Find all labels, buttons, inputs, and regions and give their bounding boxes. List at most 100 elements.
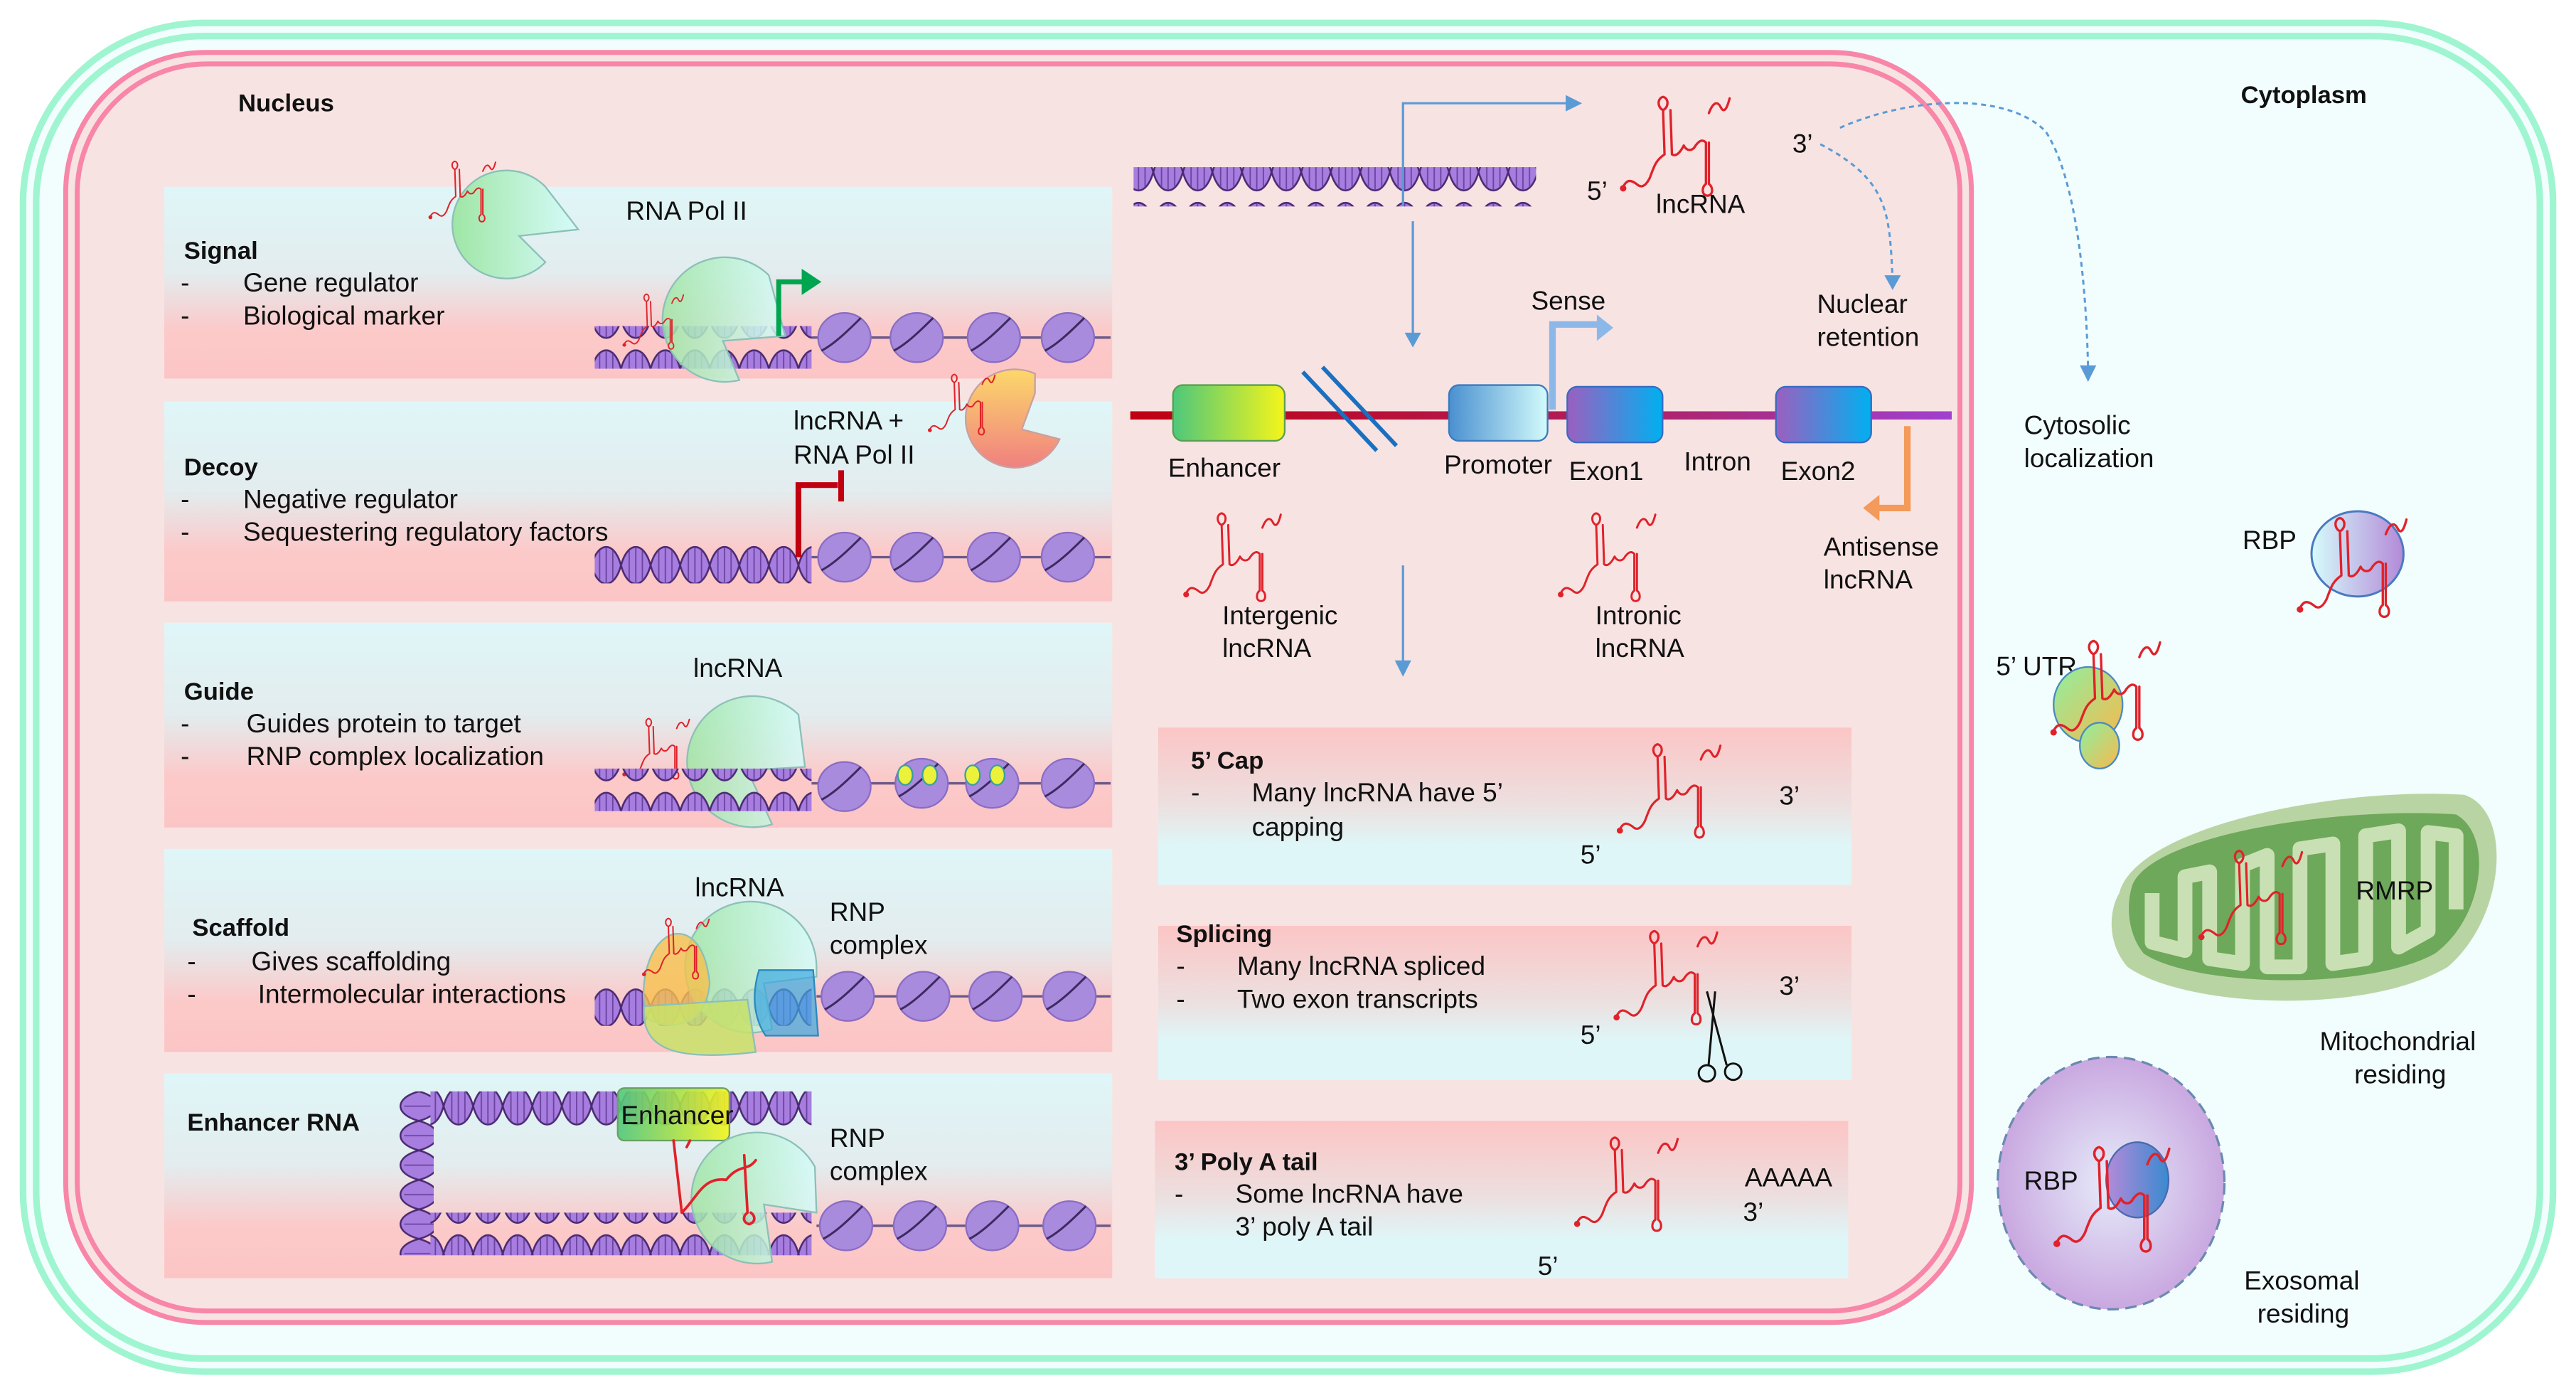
nuclear-retention-label-1: Nuclear <box>1817 289 1908 319</box>
nucleosome-icon <box>818 1200 874 1251</box>
gene-part-label: Exon1 <box>1569 457 1644 486</box>
nuclear-retention-arrow <box>1819 143 1894 279</box>
five-prime-label: 5’ <box>1587 176 1608 205</box>
gene-part-label: Intron <box>1684 447 1751 476</box>
bound-factor-icon <box>964 764 981 786</box>
mito-label-2: residing <box>2354 1059 2446 1089</box>
bullet-text: Intermolecular interactions <box>258 979 566 1008</box>
poly-a-label: AAAAA <box>1745 1163 1833 1192</box>
mito-label-1: Mitochondrial <box>2320 1027 2476 1056</box>
bound-factor-icon <box>988 764 1006 786</box>
enhancer-element <box>1172 384 1286 442</box>
exo-label-2: residing <box>2257 1299 2349 1328</box>
nucleosome-icon <box>896 971 951 1023</box>
rbp-icon <box>2310 510 2405 598</box>
lncrna-icon <box>672 1139 757 1226</box>
panel-title: Splicing <box>1176 921 1272 948</box>
sense-arrow-icon <box>1549 321 1600 410</box>
lncrna-label: lncRNA <box>695 873 784 902</box>
decoy-label-line1: lncRNA + <box>793 406 904 435</box>
panel-poly-a-tail: 3’ Poly A tail - Some lncRNA have 3’ pol… <box>1155 1121 1849 1281</box>
utr-label: 5’ UTR <box>1996 652 2077 681</box>
biogenesis-section: 5’ 3’ lncRNA Nuclear retention Sense Enh… <box>1130 95 2097 677</box>
svg-text:-: - <box>181 484 189 513</box>
svg-text:-: - <box>187 946 196 976</box>
activation-arrow-icon <box>776 279 806 336</box>
cytosolic-label-2: localization <box>2024 444 2154 473</box>
three-prime-label: 3’ <box>1779 781 1800 811</box>
protein-complex-icon <box>643 998 757 1057</box>
bullet-text: 3’ poly A tail <box>1236 1212 1374 1242</box>
panel-signal: Signal - Gene regulator - Biological mar… <box>164 160 1113 383</box>
nucleosome-icon <box>1042 971 1097 1023</box>
svg-text:-: - <box>181 709 189 738</box>
svg-text:-: - <box>187 979 196 1008</box>
panel-splicing: Splicing - Many lncRNA spliced - Two exo… <box>1158 921 1852 1083</box>
inhibition-arrow-icon <box>795 470 845 557</box>
bullet-text: Negative regulator <box>243 484 458 513</box>
panel-enhancer-rna: Enhancer RNA Enhancer RNP complex <box>164 1073 1113 1278</box>
rna-pol-ii-label: RNA Pol II <box>626 196 747 225</box>
exo-label-1: Exosomal <box>2244 1266 2359 1296</box>
arrow-down-icon <box>1394 660 1411 677</box>
bullet-text: Gene regulator <box>243 268 419 297</box>
nucleosome-icon <box>817 531 872 583</box>
enhancer-label: Enhancer <box>621 1101 733 1130</box>
exon2-element <box>1775 385 1872 444</box>
mitochondrion-icon <box>2111 794 2497 1001</box>
dna-helix-icon <box>1133 167 1536 207</box>
rmrp-label: RMRP <box>2356 876 2433 905</box>
exon1-element <box>1566 385 1664 444</box>
nucleosome-icon <box>892 1200 948 1251</box>
bullet-text: RNP complex localization <box>247 742 544 771</box>
dna-loop-icon <box>390 1091 434 1256</box>
bullet-text: capping <box>1252 812 1344 841</box>
panel-guide: Guide - Guides protein to target - RNP c… <box>164 622 1113 828</box>
bullet-text: Sequestering regulatory factors <box>243 518 609 547</box>
bound-factor-icon <box>921 764 939 786</box>
panel-title: 3’ Poly A tail <box>1175 1149 1318 1176</box>
intergenic-label-2: lncRNA <box>1222 634 1312 663</box>
gene-part-label: Promoter <box>1444 450 1552 479</box>
dna-helix-icon <box>594 768 812 811</box>
nucleosome-icon <box>1040 531 1096 583</box>
bullet-text: Guides protein to target <box>247 709 521 738</box>
svg-text:-: - <box>181 268 189 297</box>
promoter-element <box>1448 384 1549 442</box>
arrow-down-icon <box>1404 332 1421 348</box>
panel-title: Guide <box>184 678 254 705</box>
cytosolic-label-1: Cytosolic <box>2024 411 2131 440</box>
panel-decoy: Decoy - Negative regulator - Sequesterin… <box>164 368 1113 602</box>
five-prime-label: 5’ <box>1538 1251 1559 1281</box>
ribosome-small-icon <box>2079 722 2120 770</box>
bullet-text: Many lncRNA have 5’ <box>1252 778 1503 807</box>
nucleosome-icon <box>966 311 1022 363</box>
nuclear-retention-label-2: retention <box>1817 322 1920 351</box>
panel-title: Enhancer RNA <box>187 1109 360 1136</box>
nucleosome-icon <box>817 311 872 363</box>
cytoplasm-section: Cytosolic localization RBP 5’ UTR RMRP M… <box>1996 411 2497 1328</box>
svg-text:-: - <box>181 742 189 771</box>
rnp-label: RNP <box>830 1123 885 1153</box>
bullet-text: Many lncRNA spliced <box>1237 951 1485 981</box>
nucleosome-icon <box>817 761 872 813</box>
panel-5-cap: 5’ Cap - Many lncRNA have 5’ capping 5’ … <box>1158 727 1852 885</box>
protein-complex-icon <box>754 969 819 1037</box>
nucleosome-icon <box>965 1200 1020 1251</box>
rbp-label: RBP <box>2243 525 2297 555</box>
transcription-arrow <box>1401 102 1569 205</box>
svg-text:-: - <box>181 301 189 330</box>
three-prime-label: 3’ <box>1743 1197 1764 1227</box>
panel-title: Scaffold <box>192 914 289 941</box>
svg-text:-: - <box>1176 984 1185 1013</box>
nucleosome-icon <box>889 531 944 583</box>
break-mark-icon <box>1301 370 1379 452</box>
panel-title: Signal <box>184 237 258 265</box>
scissors-icon <box>1697 991 1743 1083</box>
sense-label: Sense <box>1531 287 1605 316</box>
nucleosome-icon <box>966 531 1022 583</box>
gene-part-label: Enhancer <box>1168 454 1281 483</box>
nucleosome-icon <box>1042 1200 1097 1251</box>
bound-factor-icon <box>897 764 914 786</box>
